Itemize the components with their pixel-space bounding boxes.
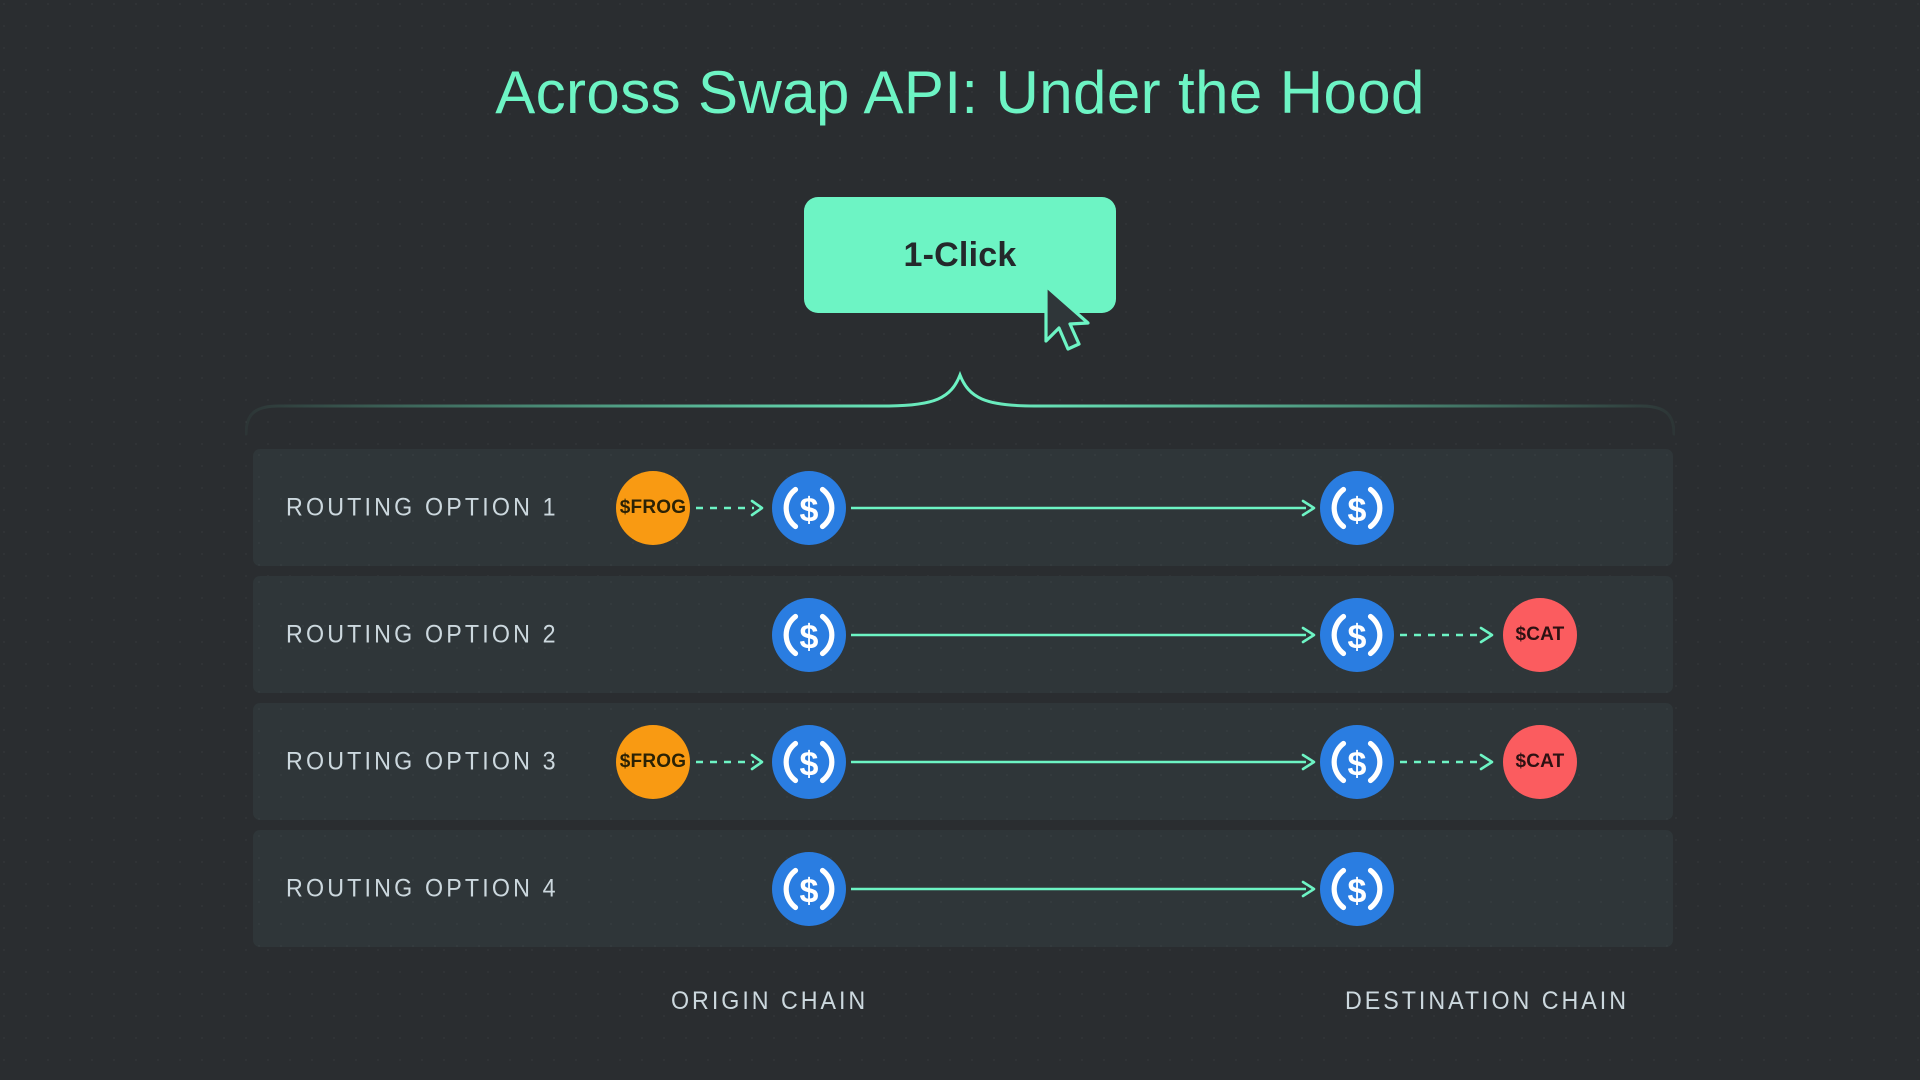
- one-click-button[interactable]: 1-Click: [804, 197, 1116, 313]
- routing-option-label: ROUTING OPTION 1: [286, 493, 559, 521]
- destination-swap-arrow-dashed-icon: [1400, 753, 1494, 770]
- origin-swap-arrow-dashed-icon: [696, 753, 764, 770]
- svg-text:$: $: [1348, 491, 1367, 529]
- destination-token-badge: $CAT: [1503, 724, 1577, 799]
- svg-text:$: $: [1348, 618, 1367, 656]
- svg-text:$: $: [800, 872, 819, 910]
- destination-token-label: $CAT: [1515, 623, 1565, 645]
- curly-brace-connector: [245, 370, 1675, 436]
- routing-option-label: ROUTING OPTION 4: [286, 874, 559, 902]
- origin-chain-label: ORIGIN CHAIN: [671, 987, 869, 1015]
- svg-text:$: $: [1348, 872, 1367, 910]
- destination-chain-label: DESTINATION CHAIN: [1345, 987, 1629, 1015]
- table-row[interactable]: ROUTING OPTION 3 $FROG $: [253, 703, 1673, 820]
- origin-token-label: $FROG: [619, 496, 687, 518]
- usdc-coin-icon: $: [1320, 470, 1394, 545]
- usdc-coin-icon: $: [772, 597, 846, 672]
- origin-token-label: $FROG: [619, 750, 687, 772]
- usdc-coin-icon: $: [1320, 724, 1394, 799]
- bridge-arrow-solid-icon: [851, 753, 1316, 770]
- routing-option-label: ROUTING OPTION 3: [286, 747, 559, 775]
- destination-token-badge: $CAT: [1503, 597, 1577, 672]
- destination-swap-arrow-dashed-icon: [1400, 626, 1494, 643]
- table-row[interactable]: ROUTING OPTION 4 $ $: [253, 830, 1673, 947]
- origin-token-badge: $FROG: [616, 724, 690, 799]
- bridge-arrow-solid-icon: [851, 499, 1316, 516]
- usdc-coin-icon: $: [1320, 851, 1394, 926]
- bridge-arrow-solid-icon: [851, 880, 1316, 897]
- svg-text:$: $: [800, 491, 819, 529]
- table-row[interactable]: ROUTING OPTION 2 $ $: [253, 576, 1673, 693]
- destination-token-label: $CAT: [1515, 750, 1565, 772]
- usdc-coin-icon: $: [772, 470, 846, 545]
- table-row[interactable]: ROUTING OPTION 1 $FROG $: [253, 449, 1673, 566]
- svg-text:$: $: [1348, 745, 1367, 783]
- origin-swap-arrow-dashed-icon: [696, 499, 764, 516]
- bridge-arrow-solid-icon: [851, 626, 1316, 643]
- svg-text:$: $: [800, 745, 819, 783]
- svg-text:$: $: [800, 618, 819, 656]
- routing-options-list: ROUTING OPTION 1 $FROG $: [253, 449, 1673, 947]
- one-click-button-label: 1-Click: [903, 235, 1017, 274]
- usdc-coin-icon: $: [772, 851, 846, 926]
- usdc-coin-icon: $: [772, 724, 846, 799]
- page-title: Across Swap API: Under the Hood: [495, 59, 1425, 126]
- usdc-coin-icon: $: [1320, 597, 1394, 672]
- routing-option-label: ROUTING OPTION 2: [286, 620, 559, 648]
- origin-token-badge: $FROG: [616, 470, 690, 545]
